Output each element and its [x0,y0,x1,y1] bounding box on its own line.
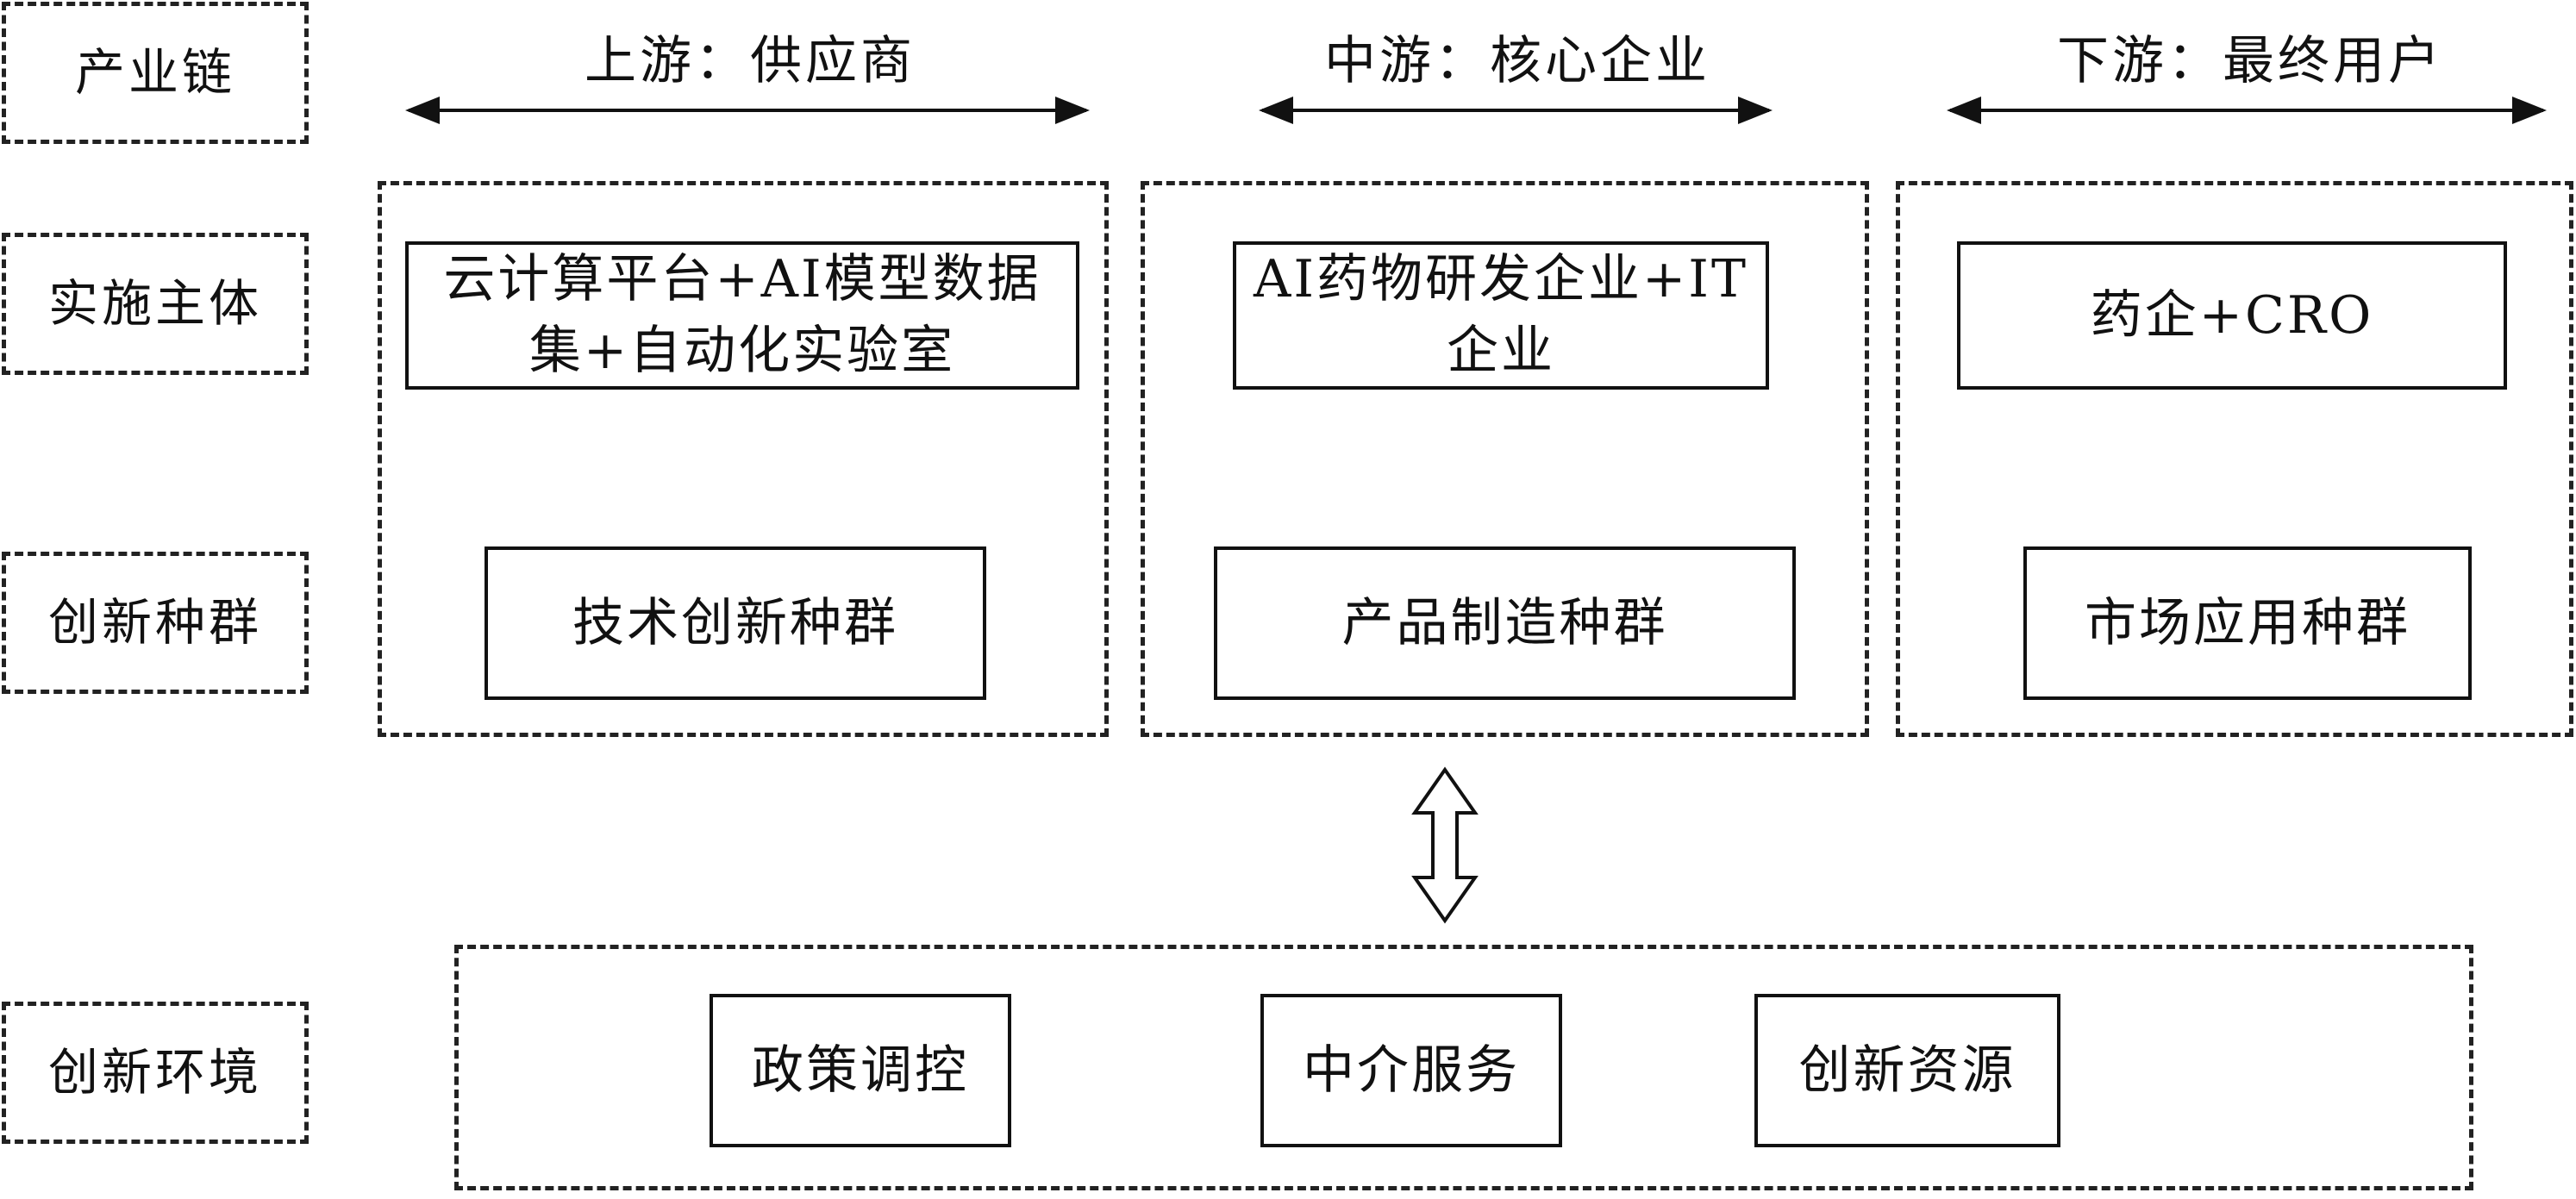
implementer-box-downstream: 药企+CRO [1957,241,2507,390]
population-box-downstream: 市场应用种群 [2023,546,2472,700]
population-text: 产品制造种群 [1341,592,1668,653]
stage-group-downstream [1896,181,2573,737]
population-box-upstream: 技术创新种群 [485,546,986,700]
row-label-implementer: 实施主体 [2,233,309,375]
environment-group [454,945,2473,1190]
vertical-hollow-double-arrow [1411,766,1479,924]
stage-heading-upstream: 上游：供应商 [585,31,916,91]
environment-box-resources: 创新资源 [1754,994,2060,1147]
environment-text: 政策调控 [752,1040,969,1101]
environment-text: 中介服务 [1303,1040,1520,1101]
implementer-box-upstream: 云计算平台+AI模型数据集+自动化实验室 [405,241,1079,390]
row-label-industry-chain: 产业链 [2,2,309,144]
environment-box-intermediary: 中介服务 [1260,994,1562,1147]
environment-box-policy: 政策调控 [710,994,1011,1147]
row-label-text: 产业链 [74,42,235,102]
implementer-box-midstream: AI药物研发企业+IT企业 [1233,241,1769,390]
stage-heading-downstream: 下游：最终用户 [2057,31,2443,91]
row-label-innovation-population: 创新种群 [2,552,309,694]
stage-group-midstream [1141,181,1869,737]
environment-text: 创新资源 [1798,1040,2016,1101]
stage-heading-midstream: 中游：核心企业 [1324,31,1710,91]
row-label-innovation-environment: 创新环境 [2,1002,309,1144]
population-box-midstream: 产品制造种群 [1214,546,1796,700]
population-text: 技术创新种群 [572,592,898,653]
implementer-text: 药企+CRO [2090,284,2374,346]
row-label-text: 实施主体 [47,273,262,333]
population-text: 市场应用种群 [2085,592,2410,653]
implementer-text: AI药物研发企业+IT企业 [1253,249,1749,381]
row-label-text: 创新种群 [47,592,262,652]
row-label-text: 创新环境 [47,1042,262,1102]
stage-group-upstream [378,181,1109,737]
implementer-text: 云计算平台+AI模型数据集+自动化实验室 [443,249,1041,381]
